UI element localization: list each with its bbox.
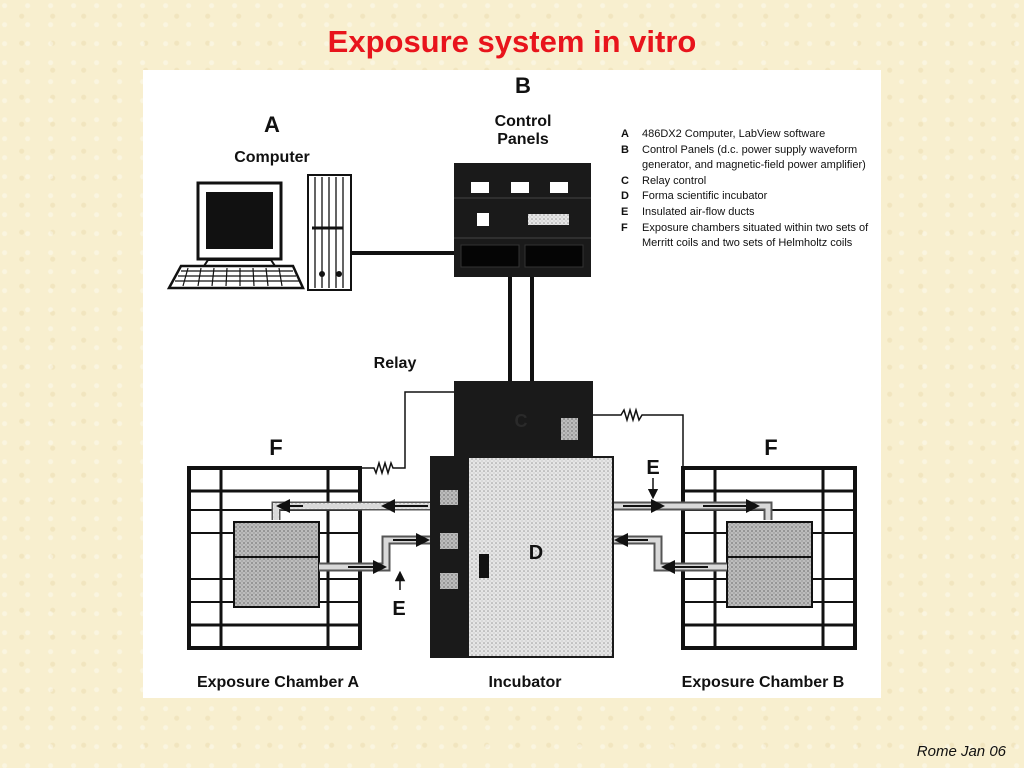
caption-exposure-chamber-a: Exposure Chamber A	[197, 674, 360, 691]
caption-exposure-chamber-b: Exposure Chamber B	[682, 674, 845, 691]
legend-text: 486DX2 Computer, LabView software	[642, 128, 826, 140]
legend-key: B	[621, 143, 629, 156]
label-e-right: E	[646, 457, 659, 479]
slide-title: Exposure system in vitro	[327, 24, 697, 59]
relay-wires	[359, 391, 684, 476]
legend-key: A	[621, 128, 629, 140]
air-flow-ducts	[271, 478, 773, 590]
label-f-left: F	[269, 435, 282, 460]
legend-item: E Insulated air-flow ducts	[621, 205, 876, 221]
label-control-line2: Panels	[497, 131, 549, 148]
incubator-unit	[430, 456, 614, 658]
legend-text: Exposure chambers situated within two se…	[642, 221, 869, 250]
legend-text: Relay control	[642, 174, 707, 187]
legend-item: C Relay control	[621, 174, 876, 190]
legend-text: Forma scientific incubator	[642, 190, 768, 203]
legend-text: Control Panels (d.c. power supply wavefo…	[642, 143, 866, 172]
legend-item: F Exposure chambers situated within two s…	[621, 221, 876, 252]
label-f-right: F	[764, 435, 777, 460]
label-d: D	[529, 542, 543, 564]
legend-item: D Forma scientific incubator	[621, 189, 876, 205]
computer-icon	[166, 174, 352, 291]
caption-incubator: Incubator	[489, 674, 562, 691]
diagram-legend: A 486DX2 Computer, LabView software B Cont…	[621, 127, 876, 252]
legend-item: B Control Panels (d.c. power supply wavef…	[621, 143, 876, 174]
label-e-left: E	[392, 598, 405, 620]
slide-footer: Rome Jan 06	[916, 743, 1006, 760]
legend-text: Insulated air-flow ducts	[642, 205, 755, 218]
relay-control-unit	[454, 381, 593, 456]
exposure-chamber-a	[187, 466, 362, 650]
legend-key: F	[621, 221, 628, 234]
control-panels-unit	[454, 163, 591, 277]
label-a: A	[264, 112, 280, 137]
label-b: B	[515, 73, 531, 98]
exposure-chamber-b	[681, 466, 857, 650]
legend-item: A 486DX2 Computer, LabView software	[621, 127, 876, 143]
label-computer: Computer	[234, 149, 310, 166]
legend-key: D	[621, 190, 629, 203]
exposure-system-diagram: A Computer B Control Panels Relay	[143, 70, 881, 698]
label-c: C	[515, 411, 528, 431]
label-control-line1: Control	[495, 113, 552, 130]
label-relay: Relay	[374, 355, 417, 372]
legend-key: C	[621, 174, 629, 187]
legend-key: E	[621, 205, 629, 218]
diagram-canvas: A Computer B Control Panels Relay	[166, 73, 857, 691]
